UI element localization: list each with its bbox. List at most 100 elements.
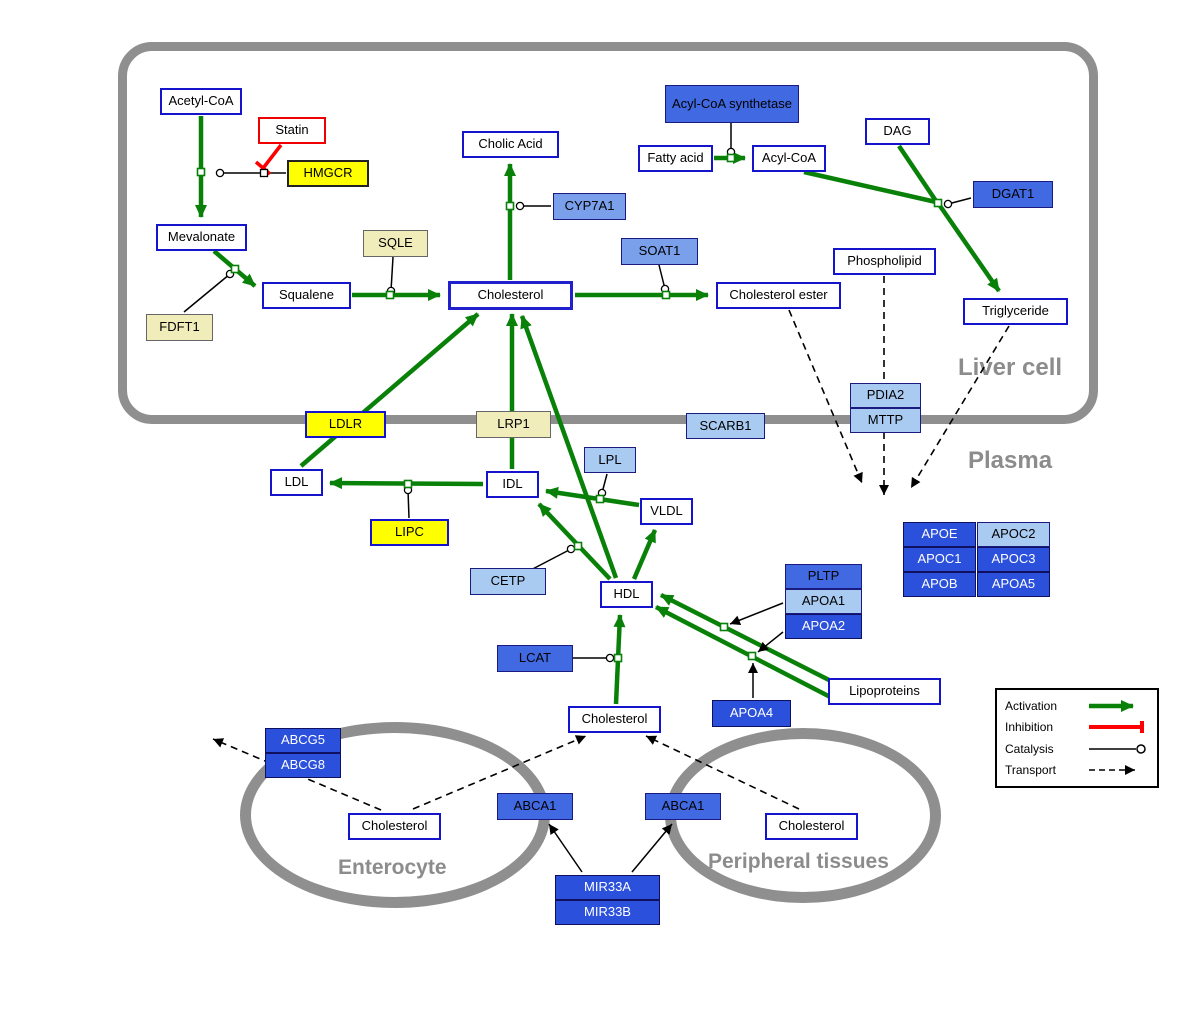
edge-acylcoa-junction (803, 169, 937, 205)
node-abca1-left[interactable]: ABCA1 (497, 793, 573, 820)
node-mir33b[interactable]: MIR33B (555, 900, 660, 925)
transport-peripheral-cholesterol (645, 735, 800, 810)
node-cholesterol-peripheral[interactable]: Cholesterol (765, 813, 858, 840)
plasma-label: Plasma (968, 447, 1053, 474)
anchor-statin-target (259, 168, 269, 178)
edge-hdl-cholesterol (519, 315, 619, 579)
edge-hdl-vldl (631, 529, 658, 580)
node-apoc2[interactable]: APOC2 (977, 522, 1050, 547)
anchor-apoa2-apoa4 (747, 651, 757, 661)
node-cholic-acid[interactable]: Cholic Acid (462, 131, 559, 158)
node-dag[interactable]: DAG (865, 118, 930, 145)
node-acyl-coa[interactable]: Acyl-CoA (752, 145, 826, 172)
node-cyp7a1[interactable]: CYP7A1 (553, 193, 626, 220)
edge-junction-triglyceride (936, 201, 1001, 293)
node-statin[interactable]: Statin (258, 117, 326, 144)
node-abca1-right[interactable]: ABCA1 (645, 793, 721, 820)
anchor-sqle (385, 290, 395, 300)
node-lrp1[interactable]: LRP1 (476, 411, 551, 438)
node-ldlr[interactable]: LDLR (305, 411, 386, 438)
transport-cholesterol-abcg58-out (212, 738, 382, 811)
node-fatty-acid[interactable]: Fatty acid (638, 145, 713, 172)
node-phospholipid[interactable]: Phospholipid (833, 248, 936, 275)
node-cholesterol-plasma[interactable]: Cholesterol (568, 706, 661, 733)
node-cetp[interactable]: CETP (470, 568, 546, 595)
liver-cell-label: Liver cell (958, 354, 1063, 381)
node-scarb1[interactable]: SCARB1 (686, 413, 765, 439)
catalysis-circle-icon (1089, 744, 1146, 754)
anchor-soat1 (661, 290, 671, 300)
node-lcat[interactable]: LCAT (497, 645, 573, 672)
node-abcg8[interactable]: ABCG8 (265, 753, 341, 778)
liver-cell-membrane (118, 42, 1098, 424)
catalysis-lipc (403, 485, 413, 519)
node-hdl[interactable]: HDL (600, 581, 653, 608)
anchor-cyp7a1 (505, 201, 515, 211)
transport-enterocyte-cholesterol (412, 735, 587, 810)
anchor-hmgcr (196, 167, 206, 177)
node-apoa5[interactable]: APOA5 (977, 572, 1050, 597)
node-ldl[interactable]: LDL (270, 469, 323, 496)
node-dgat1[interactable]: DGAT1 (973, 181, 1053, 208)
anchor-acylcoa-synthetase (726, 153, 736, 163)
node-acetyl-coa[interactable]: Acetyl-CoA (160, 88, 242, 115)
node-apoa1[interactable]: APOA1 (785, 589, 862, 614)
node-pdia2[interactable]: PDIA2 (850, 383, 921, 408)
node-apoe[interactable]: APOE (903, 522, 976, 547)
legend-transport-label: Transport (1005, 763, 1056, 778)
activation-arrow-icon (1089, 699, 1134, 712)
legend-row-transport: Transport (1005, 762, 1149, 778)
legend: Activation Inhibition Catalysis Transpor… (995, 688, 1159, 788)
catalysis-dgat1 (943, 197, 972, 209)
arrow-mir33-abca1-right (631, 823, 673, 873)
node-cholesterol-enterocyte[interactable]: Cholesterol (348, 813, 441, 840)
node-apob[interactable]: APOB (903, 572, 976, 597)
node-idl[interactable]: IDL (486, 471, 539, 498)
node-apoa4[interactable]: APOA4 (712, 700, 791, 727)
node-fdft1[interactable]: FDFT1 (146, 314, 213, 341)
node-mir33a[interactable]: MIR33A (555, 875, 660, 900)
node-cholesterol-ester[interactable]: Cholesterol ester (716, 282, 841, 309)
inhibition-statin-hmgcr (262, 143, 283, 169)
legend-row-inhibition: Inhibition (1005, 719, 1149, 735)
anchor-dgat1 (933, 198, 943, 208)
inhibition-tbar-icon (1089, 721, 1144, 734)
node-abcg5[interactable]: ABCG5 (265, 728, 341, 753)
node-lipoproteins[interactable]: Lipoproteins (828, 678, 941, 705)
edge-dag-junction (897, 144, 938, 203)
node-apoc1[interactable]: APOC1 (903, 547, 976, 572)
transport-dashed-arrow-icon (1089, 765, 1135, 776)
node-pltp[interactable]: PLTP (785, 564, 862, 589)
legend-catalysis-label: Catalysis (1005, 741, 1054, 756)
legend-row-activation: Activation (1005, 698, 1149, 714)
arrow-apoa2-junction (757, 631, 784, 653)
anchor-cetp (573, 541, 583, 551)
node-lpl[interactable]: LPL (584, 447, 636, 473)
edge-lipoproteins-hdl-lower (654, 605, 840, 703)
anchor-lcat (613, 653, 623, 663)
node-vldl[interactable]: VLDL (640, 498, 693, 525)
anchor-apoa1 (719, 622, 729, 632)
node-acyl-coa-synthetase[interactable]: Acyl-CoA synthetase (665, 85, 799, 123)
node-sqle[interactable]: SQLE (363, 230, 428, 257)
peripheral-tissues-label: Peripheral tissues (708, 850, 889, 873)
transport-cholesterolester-plasma (788, 309, 863, 484)
anchor-lipc (403, 479, 413, 489)
node-hmgcr[interactable]: HMGCR (287, 160, 369, 187)
node-cholesterol-liver[interactable]: Cholesterol (448, 281, 573, 310)
edge-ldl-cholesterol-via-ldlr (299, 312, 480, 468)
node-lipc[interactable]: LIPC (370, 519, 449, 546)
anchor-fdft1 (230, 264, 240, 274)
node-apoa2[interactable]: APOA2 (785, 614, 862, 639)
catalysis-sqle (386, 256, 396, 296)
node-apoc3[interactable]: APOC3 (977, 547, 1050, 572)
node-mevalonate[interactable]: Mevalonate (156, 224, 247, 251)
node-triglyceride[interactable]: Triglyceride (963, 298, 1068, 325)
node-soat1[interactable]: SOAT1 (621, 238, 698, 265)
edge-hdl-idl (537, 502, 612, 581)
arrow-apoa1-junction (729, 602, 784, 625)
node-mttp[interactable]: MTTP (850, 408, 921, 433)
node-squalene[interactable]: Squalene (262, 282, 351, 309)
edge-lipoproteins-hdl-upper (659, 592, 833, 684)
